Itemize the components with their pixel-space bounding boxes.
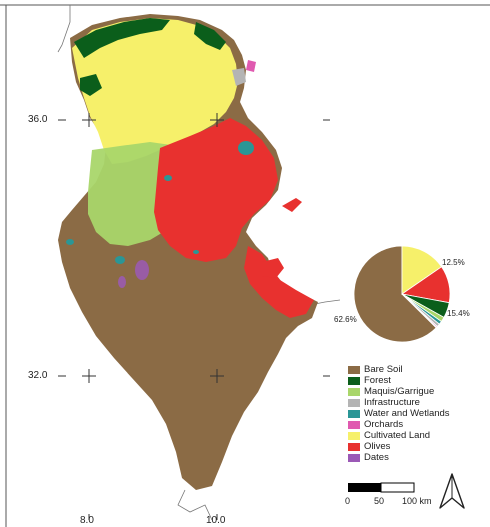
legend-swatch bbox=[348, 421, 360, 429]
water-body bbox=[164, 175, 172, 181]
forest-region bbox=[74, 18, 170, 58]
water-body bbox=[115, 256, 125, 264]
scale-label-0: 0 bbox=[345, 496, 351, 506]
legend-label: Bare Soil bbox=[364, 364, 403, 375]
legend-swatch bbox=[348, 443, 360, 451]
scale-bar-white-segment bbox=[380, 482, 415, 493]
scale-label-50: 50 bbox=[374, 496, 385, 506]
legend-swatch bbox=[348, 410, 360, 418]
dates-area bbox=[118, 276, 126, 288]
legend-swatch bbox=[348, 454, 360, 462]
scale-bar bbox=[348, 482, 415, 493]
water-body bbox=[66, 239, 74, 245]
longitude-label-10: 10.0 bbox=[206, 515, 226, 526]
land-cover-pie-chart bbox=[353, 245, 451, 343]
pie-label-olives: 12.5% bbox=[442, 258, 465, 267]
legend-label: Cultivated Land bbox=[364, 430, 431, 441]
legend-label: Orchards bbox=[364, 419, 404, 430]
pie-label-bare-soil: 62.6% bbox=[334, 315, 357, 324]
scale-bar-black-segment bbox=[348, 483, 381, 492]
cultivated-land-region bbox=[72, 18, 238, 164]
legend-swatch bbox=[348, 388, 360, 396]
pie-slice-bare-soil bbox=[353, 245, 437, 343]
latitude-label-36: 36.0 bbox=[28, 114, 48, 125]
legend-label: Dates bbox=[364, 452, 389, 463]
legend-swatch bbox=[348, 377, 360, 385]
scale-label-100km: 100 km bbox=[402, 496, 432, 506]
orchards-area bbox=[246, 60, 256, 72]
kerkennah-island bbox=[282, 198, 302, 212]
olives-region-south bbox=[244, 246, 314, 318]
legend-swatch bbox=[348, 399, 360, 407]
water-body bbox=[238, 141, 254, 155]
pie-label-cultivated: 15.4% bbox=[447, 309, 470, 318]
latitude-label-32: 32.0 bbox=[28, 370, 48, 381]
graticule bbox=[58, 113, 330, 520]
djerba-island bbox=[262, 258, 284, 278]
pie-slice-dates bbox=[401, 293, 438, 329]
legend-swatch bbox=[348, 366, 360, 374]
legend-label: Water and Wetlands bbox=[364, 408, 450, 419]
legend-label: Forest bbox=[364, 375, 391, 386]
north-arrow-icon bbox=[439, 473, 465, 509]
legend-label: Olives bbox=[364, 441, 391, 452]
dates-area bbox=[135, 260, 149, 280]
legend-swatch bbox=[348, 432, 360, 440]
legend-label: Infrastructure bbox=[364, 397, 420, 408]
infrastructure-area bbox=[232, 68, 246, 86]
water-body bbox=[193, 250, 199, 254]
southern-border-line bbox=[177, 489, 213, 521]
forest-region-northeast bbox=[194, 22, 226, 50]
forest-patch bbox=[80, 74, 102, 96]
algeria-border-line bbox=[57, 5, 71, 53]
legend-label: Maquis/Garrigue bbox=[364, 386, 435, 397]
pie-slice-cultivated-land bbox=[401, 245, 443, 295]
longitude-label-8: 8.0 bbox=[80, 515, 94, 526]
